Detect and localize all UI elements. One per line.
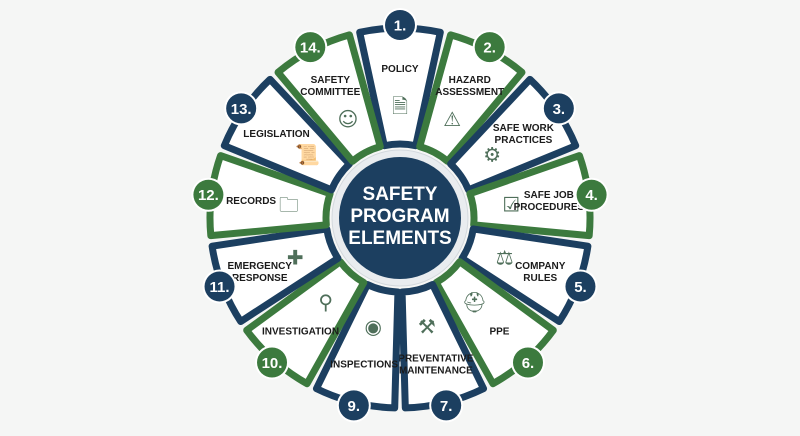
element-label: HAZARD (449, 75, 491, 86)
element-segment: 🗀RECORDS 12. (191, 152, 334, 240)
element-label: SAFE WORK (493, 123, 555, 134)
segment-shape (206, 152, 334, 240)
center-title-line-3: ELEMENTS (348, 228, 451, 249)
element-label: INVESTIGATION (262, 326, 339, 337)
folder-chart-icon: 🗀 (279, 192, 299, 216)
element-number: 13. (231, 101, 252, 118)
element-label: LEGISLATION (243, 129, 309, 140)
element-number: 3. (553, 101, 566, 118)
element-number: 1. (394, 18, 407, 35)
clipboard-eye-icon: ◉ (364, 315, 381, 339)
element-label: PPE (489, 326, 509, 337)
element-segment: 📜 LEGISLATION 13. (220, 75, 353, 194)
element-label: RESPONSE (232, 273, 288, 284)
element-number: 5. (574, 279, 587, 296)
element-label: SAFE JOB (524, 190, 574, 201)
center-hub: SAFETY PROGRAM ELEMENTS (331, 149, 469, 287)
element-label: SAFETY (311, 75, 351, 86)
number-badge: 5. (563, 269, 598, 304)
element-label: INSPECTIONS (330, 360, 398, 371)
magnifier-warning-icon: ⚠ (443, 107, 461, 131)
element-label: PROCEDURES (514, 202, 585, 213)
segment-shape (398, 280, 488, 412)
center-title-line-1: SAFETY (363, 184, 438, 205)
certificate-scroll-icon: 📜 (295, 142, 320, 166)
element-number: 14. (300, 40, 321, 57)
number-badge: 13. (224, 91, 259, 126)
element-number: 2. (483, 40, 496, 57)
segment-shape (458, 225, 592, 326)
number-badge: 10. (255, 345, 290, 380)
document-shield-icon: 🗎 (392, 94, 408, 118)
book-gavel-icon: ⚖ (496, 246, 514, 270)
segment-shape (466, 152, 594, 240)
element-label: RECORDS (226, 196, 276, 207)
element-label: POLICY (381, 64, 419, 75)
element-segment: ⚲ INVESTIGATION 10. (243, 258, 368, 388)
number-badge: 3. (541, 91, 576, 126)
element-number: 4. (585, 187, 598, 204)
number-badge: 9. (336, 388, 371, 423)
element-number: 10. (262, 355, 283, 372)
hands-gear-icon: ⚙ (483, 142, 501, 166)
element-number: 12. (198, 187, 219, 204)
number-badge: 14. (293, 30, 328, 65)
element-label: PRACTICES (495, 135, 553, 146)
number-badge: 6. (510, 345, 545, 380)
segment-shape (312, 280, 402, 412)
number-badge: 1. (383, 8, 417, 42)
segment-shape (356, 24, 444, 150)
element-label: PREVENTATIVE (398, 354, 474, 365)
number-badge: 7. (429, 388, 464, 423)
element-label: MAINTENANCE (399, 366, 473, 377)
hardhat-goggles-gloves-icon: ⛑ (462, 290, 487, 314)
element-number: 9. (348, 398, 361, 415)
clipboard-stopwatch-icon: ☑ (502, 192, 520, 216)
element-segment: 🗎 POLICY 1. (356, 8, 444, 150)
number-badge: 12. (191, 177, 226, 212)
segment-shape (416, 31, 526, 165)
meeting-people-icon: ☺ (338, 107, 359, 131)
emergency-light-icon: ✚ (287, 246, 304, 270)
element-segment: ◉ INSPECTIONS 9. (312, 280, 402, 423)
element-segment: ⛑ PPE 6. (432, 258, 557, 388)
number-badge: 11. (202, 269, 237, 304)
segment-shape (208, 225, 342, 326)
element-label: ASSESSMENT (435, 87, 504, 98)
element-number: 7. (440, 398, 453, 415)
tools-calendar-icon: ⚒ (418, 315, 436, 339)
number-badge: 4. (574, 177, 609, 212)
center-title-line-2: PROGRAM (350, 206, 449, 227)
chain-magnifier-icon: ⚲ (318, 290, 333, 314)
element-number: 11. (210, 279, 230, 296)
element-label: RULES (523, 273, 557, 284)
element-label: COMMITTEE (300, 87, 360, 98)
element-label: COMPANY (515, 261, 566, 272)
number-badge: 2. (472, 30, 507, 65)
element-label: EMERGENCY (228, 261, 293, 272)
element-number: 6. (522, 355, 535, 372)
segment-shape (274, 31, 384, 165)
